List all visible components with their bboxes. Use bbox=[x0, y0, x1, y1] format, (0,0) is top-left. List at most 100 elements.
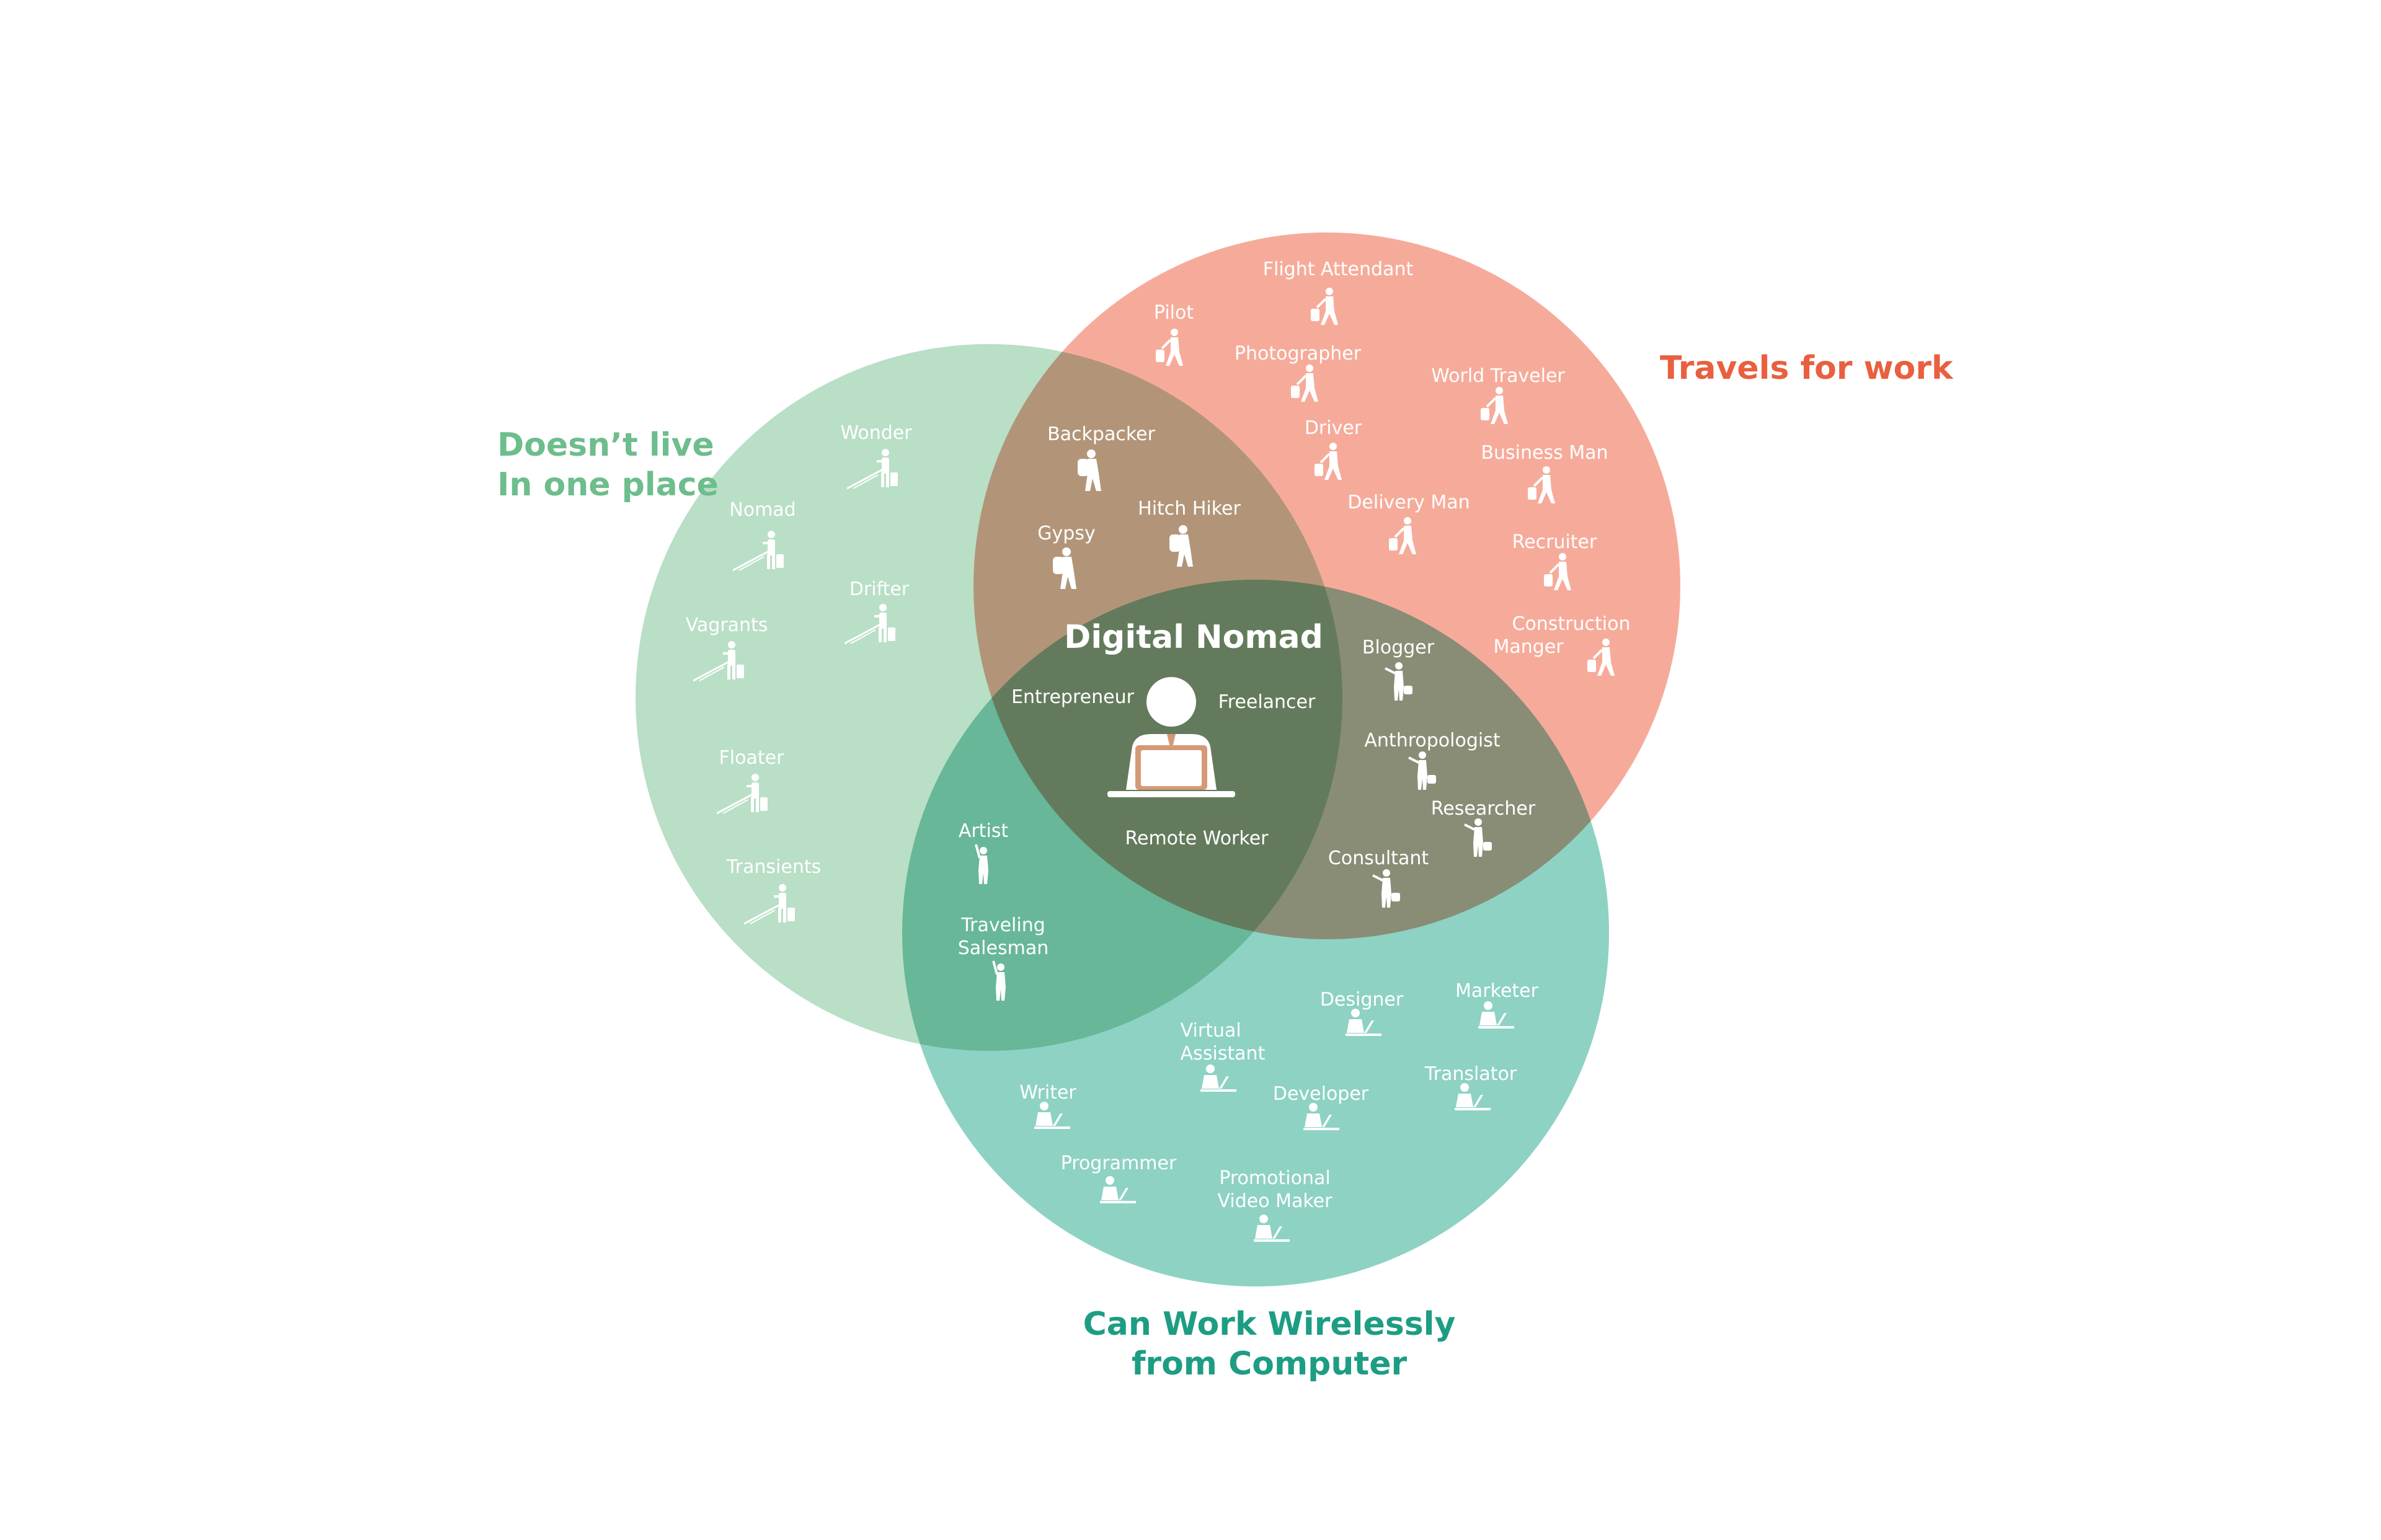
role-label-line: Construction bbox=[1512, 613, 1631, 635]
hitchhiker-suitcase-icon bbox=[847, 449, 898, 490]
role-label-translator: Translator bbox=[1425, 1063, 1517, 1086]
role-label-line: Remote Worker bbox=[1125, 828, 1269, 849]
role-label-line: Drifter bbox=[849, 578, 910, 600]
role-label-blogger: Blogger bbox=[1362, 636, 1434, 659]
hitchhiker-suitcase-icon bbox=[693, 641, 744, 682]
role-label-line: Gypsy bbox=[1037, 523, 1096, 544]
role-label-flight-attendant: Flight Attendant bbox=[1263, 258, 1413, 281]
waving-person-icon bbox=[992, 960, 1006, 1001]
role-label-business-man: Business Man bbox=[1481, 441, 1608, 464]
role-label-line: Video Maker bbox=[1217, 1190, 1332, 1212]
role-label-line: Manger bbox=[1493, 636, 1564, 658]
role-label-line: Assistant bbox=[1180, 1043, 1266, 1064]
backpacker-icon bbox=[1053, 547, 1076, 589]
waving-person-icon bbox=[975, 844, 988, 884]
role-label-vagrants: Vagrants bbox=[686, 614, 768, 637]
walking-luggage-icon bbox=[1528, 466, 1555, 503]
role-label-anthropologist: Anthropologist bbox=[1364, 729, 1500, 752]
hitchhiker-suitcase-icon bbox=[717, 774, 768, 815]
person-bag-icon bbox=[1464, 818, 1492, 857]
walking-luggage-icon bbox=[1311, 288, 1338, 325]
role-label-line: Driver bbox=[1304, 417, 1362, 439]
role-label-line: Flight Attendant bbox=[1262, 259, 1414, 280]
hitchhiker-suitcase-icon bbox=[733, 531, 784, 572]
role-label-transients: Transients bbox=[727, 856, 821, 878]
role-label-pilot: Pilot bbox=[1154, 301, 1194, 324]
role-label-backpacker: Backpacker bbox=[1047, 423, 1155, 446]
role-label-world-traveler: World Traveler bbox=[1431, 365, 1564, 387]
role-label-designer: Designer bbox=[1320, 988, 1403, 1011]
role-label-line: Nomad bbox=[729, 499, 796, 521]
walking-luggage-icon bbox=[1587, 639, 1615, 676]
set-title-line: Travels for work bbox=[1660, 350, 1953, 387]
desk-laptop-icon bbox=[1303, 1103, 1339, 1130]
role-label-line: Translator bbox=[1424, 1063, 1517, 1085]
laptop-worker-icon bbox=[1107, 677, 1235, 797]
role-label-line: Developer bbox=[1272, 1083, 1369, 1105]
walking-luggage-icon bbox=[1315, 443, 1342, 480]
role-label-writer: Writer bbox=[1019, 1081, 1076, 1104]
role-label-line: Backpacker bbox=[1047, 423, 1155, 445]
set-title-right: Travels for work bbox=[1660, 348, 1953, 388]
role-label-remote-worker: Remote Worker bbox=[1125, 827, 1269, 850]
role-label-line: Freelancer bbox=[1218, 691, 1316, 713]
person-bag-icon bbox=[1408, 751, 1436, 790]
role-label-freelancer: Freelancer bbox=[1218, 691, 1316, 714]
set-title-left: Doesn’t live In one place bbox=[497, 425, 719, 505]
role-label-line: Salesman bbox=[957, 937, 1049, 959]
set-title-line: Can Work Wirelessly bbox=[1083, 1306, 1456, 1343]
role-label-wonder: Wonder bbox=[840, 422, 911, 445]
role-label-photographer: Photographer bbox=[1235, 342, 1361, 365]
role-label-line: Traveling bbox=[961, 914, 1045, 936]
role-label-line: Anthropologist bbox=[1364, 730, 1501, 751]
role-label-line: Virtual bbox=[1180, 1020, 1241, 1042]
role-label-delivery-man: Delivery Man bbox=[1347, 491, 1470, 514]
role-label-marketer: Marketer bbox=[1455, 980, 1538, 1002]
backpacker-icon bbox=[1078, 449, 1101, 491]
role-label-programmer: Programmer bbox=[1061, 1152, 1177, 1175]
role-label-line: World Traveler bbox=[1431, 365, 1565, 387]
set-title-line: In one place bbox=[497, 466, 719, 503]
role-label-line: Writer bbox=[1019, 1082, 1076, 1104]
role-label-line: Delivery Man bbox=[1347, 492, 1470, 513]
backpacker-icon bbox=[1169, 525, 1193, 567]
desk-laptop-icon bbox=[1100, 1176, 1136, 1203]
role-label-drifter: Drifter bbox=[849, 578, 909, 601]
walking-luggage-icon bbox=[1389, 517, 1416, 554]
role-label-nomad: Nomad bbox=[729, 498, 796, 521]
set-title-line: Doesn’t live bbox=[497, 427, 714, 464]
role-label-line: Pilot bbox=[1153, 302, 1194, 324]
role-label-entrepreneur: Entrepreneur bbox=[1011, 686, 1134, 709]
role-label-line: Promotional bbox=[1219, 1167, 1331, 1189]
role-label-line: Entrepreneur bbox=[1011, 686, 1134, 708]
role-label-recruiter: Recruiter bbox=[1512, 531, 1597, 554]
hitchhiker-suitcase-icon bbox=[845, 604, 895, 645]
role-label-line: Researcher bbox=[1430, 798, 1536, 820]
walking-luggage-icon bbox=[1481, 387, 1508, 424]
person-bag-icon bbox=[1385, 662, 1412, 701]
set-title-line: from Computer bbox=[1131, 1345, 1408, 1383]
role-label-researcher: Researcher bbox=[1431, 797, 1535, 820]
person-bag-icon bbox=[1372, 869, 1400, 908]
role-label-line: Transients bbox=[726, 856, 822, 878]
role-label-consultant: Consultant bbox=[1328, 847, 1429, 870]
desk-laptop-icon bbox=[1478, 1001, 1514, 1029]
desk-laptop-icon bbox=[1034, 1102, 1070, 1129]
role-label-line: Hitch Hiker bbox=[1138, 498, 1241, 520]
walking-luggage-icon bbox=[1544, 553, 1571, 590]
role-label-artist: Artist bbox=[959, 820, 1008, 843]
walking-luggage-icon bbox=[1291, 365, 1318, 402]
set-title-bottom: Can Work Wirelessly from Computer bbox=[1083, 1304, 1456, 1384]
role-label-line: Floater bbox=[719, 747, 784, 769]
role-label-driver: Driver bbox=[1305, 417, 1362, 440]
role-label-line: Photographer bbox=[1234, 343, 1362, 365]
role-label-line: Wonder bbox=[840, 422, 912, 444]
circle-can-work-wirelessly bbox=[902, 580, 1609, 1286]
desk-laptop-icon bbox=[1455, 1083, 1491, 1110]
role-label-line: Consultant bbox=[1328, 847, 1429, 869]
role-label-line: Designer bbox=[1319, 989, 1404, 1011]
role-label-line: Blogger bbox=[1362, 637, 1435, 658]
role-label-line: Recruiter bbox=[1512, 531, 1597, 553]
